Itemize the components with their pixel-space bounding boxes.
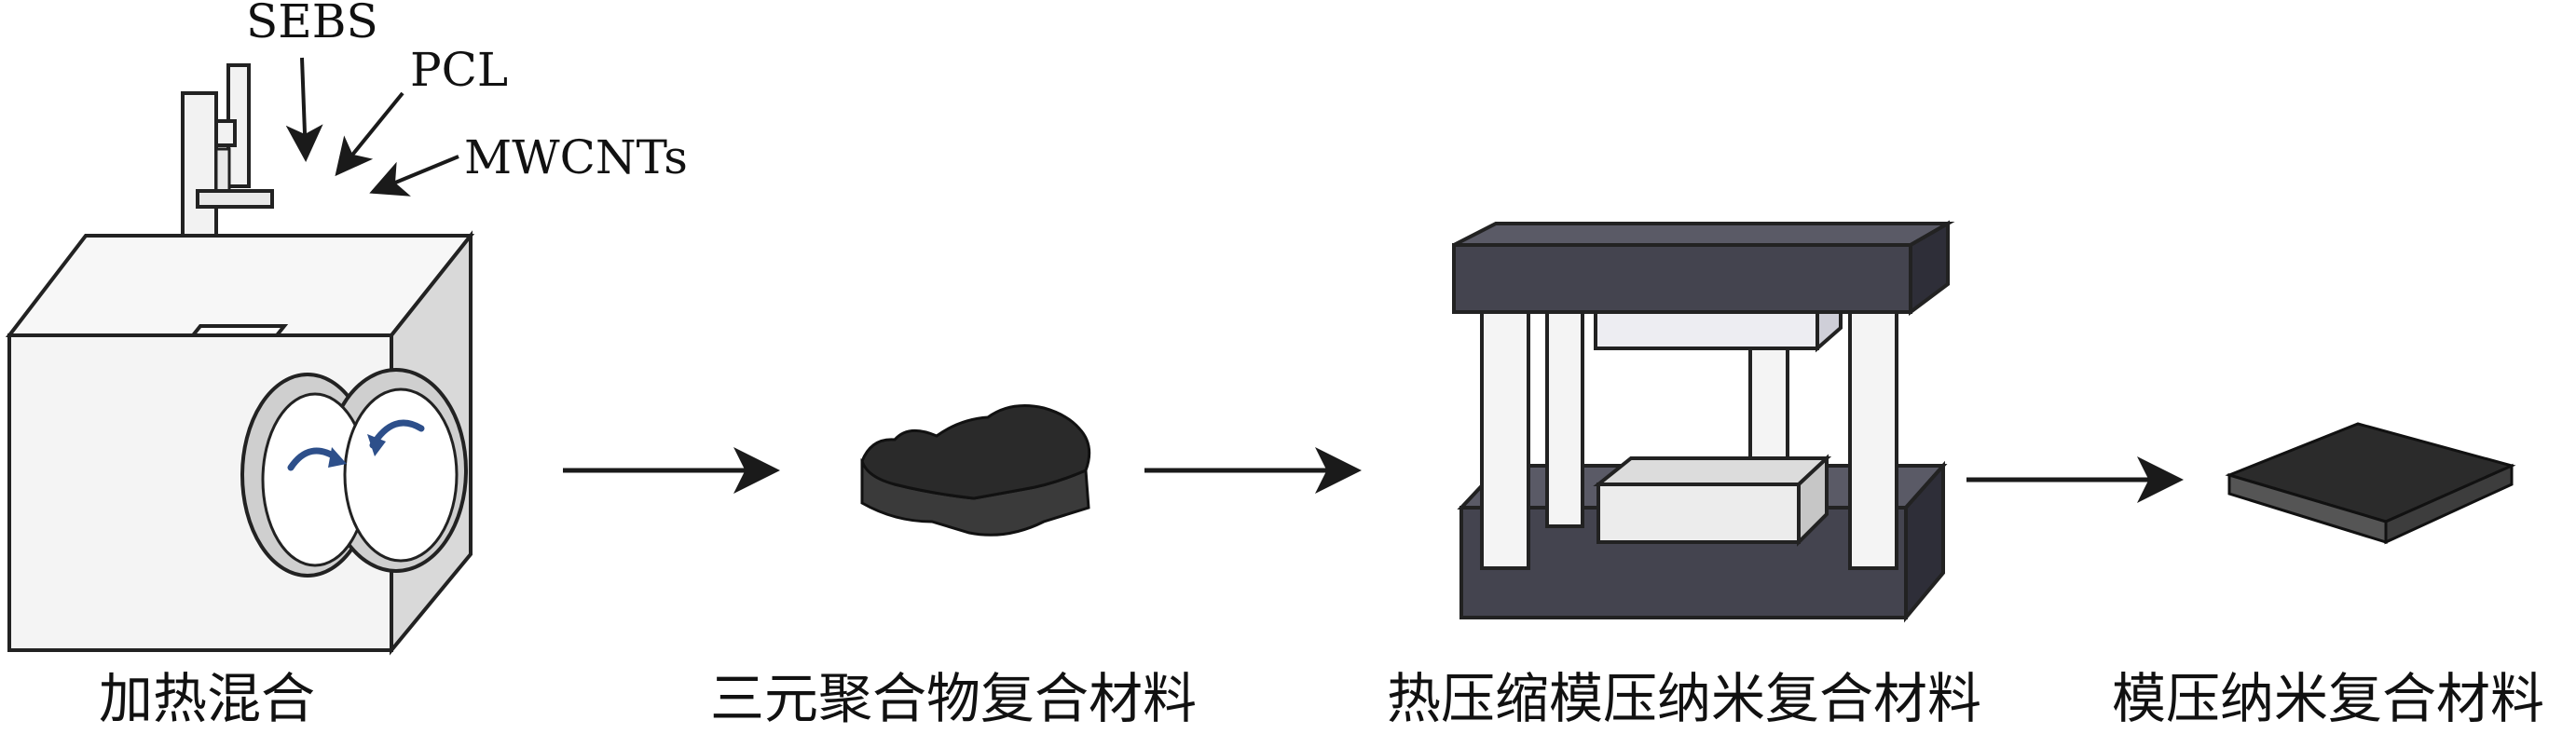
step-captions: 加热混合 三元聚合物复合材料 热压缩模压纳米复合材料 模压纳米复合材料 bbox=[99, 667, 2544, 730]
ingredient-pcl: PCL bbox=[410, 43, 508, 97]
ingredient-sebs: SEBS bbox=[246, 0, 378, 48]
twin-rotor-window bbox=[240, 368, 468, 578]
ingredient-labels: SEBS PCL MWCNTs bbox=[246, 0, 688, 197]
mixer-box bbox=[5, 230, 475, 656]
step-1-caption: 加热混合 bbox=[99, 667, 315, 730]
step-3-caption: 热压缩模压纳米复合材料 bbox=[1387, 667, 1981, 730]
pcl-pointer-arrow bbox=[335, 91, 404, 177]
mwcnts-pointer-arrow bbox=[369, 155, 459, 197]
polymer-lump-illustration bbox=[860, 404, 1091, 537]
sebs-pointer-arrow bbox=[285, 57, 323, 162]
mixer-illustration bbox=[5, 63, 475, 656]
step-4-caption: 模压纳米复合材料 bbox=[2112, 667, 2544, 730]
step-2-caption: 三元聚合物复合材料 bbox=[710, 667, 1197, 730]
press-top bbox=[1452, 220, 1955, 316]
feed-hopper bbox=[181, 63, 274, 351]
lower-mold-plate bbox=[1593, 454, 1832, 547]
hot-press-illustration bbox=[1452, 220, 1955, 623]
ingredient-mwcnts: MWCNTs bbox=[464, 130, 688, 184]
molded-sheet-illustration bbox=[2225, 422, 2516, 545]
